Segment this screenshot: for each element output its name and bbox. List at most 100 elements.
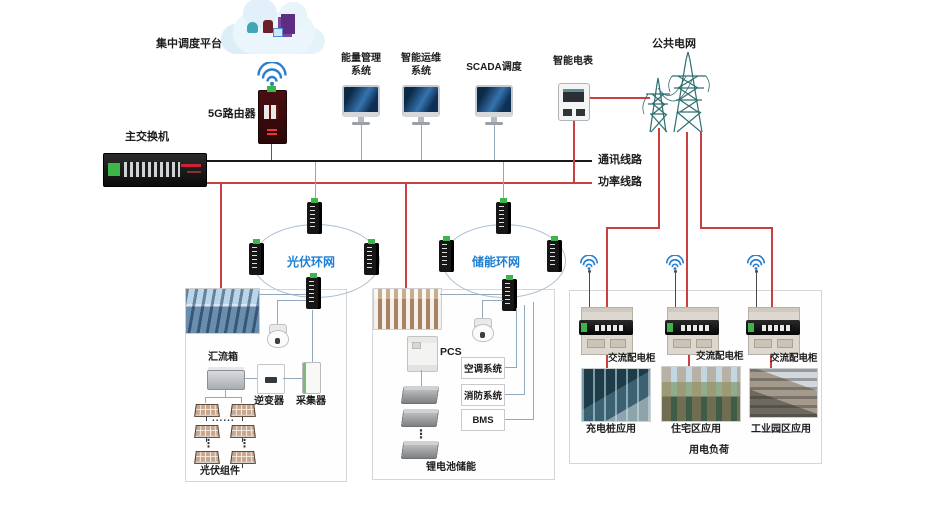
- ess-switch-cam-v: [482, 300, 483, 319]
- main-switch-label: 主交换机: [125, 131, 169, 143]
- pv-panel-icon: [194, 450, 220, 468]
- pv-photo-switch-line: [258, 294, 306, 295]
- ac-cabinet-2-icon: [665, 307, 719, 355]
- collector-icon: [302, 362, 321, 394]
- app1-label: 充电桩应用: [586, 424, 636, 435]
- pv-ring-label: 光伏环网: [287, 255, 336, 269]
- pv-camera-icon: [266, 324, 289, 348]
- power-bus-line: [197, 182, 592, 184]
- cab3-wifi-icon: [745, 254, 767, 275]
- router-5g-icon: [258, 86, 287, 144]
- main-switch-icon: [103, 153, 207, 187]
- ws2-label: 智能运维 系统: [401, 53, 441, 77]
- ess-site-photo: [373, 288, 442, 330]
- cloud-server-icon: [263, 20, 273, 33]
- pv-zone-power-line: [220, 184, 222, 289]
- bms-v-line: [533, 302, 534, 420]
- ess-ring-switch-bottom: [502, 275, 517, 311]
- router-wifi-icon: [254, 60, 290, 86]
- pv-panel-icon: [230, 450, 256, 468]
- switch-led-strip2: [187, 171, 201, 173]
- combiner-inverter-line: [243, 378, 257, 379]
- ess-ring-switch-left: [439, 236, 454, 272]
- pv-ellipsis: ......: [212, 413, 235, 424]
- platform-label: 集中调度平台: [156, 38, 222, 50]
- smart-meter-icon: [558, 83, 590, 121]
- hvac-box: 空调系统: [461, 357, 505, 379]
- cab3-antenna-icon: [755, 270, 758, 307]
- hvac-h-line: [503, 367, 516, 368]
- ess-ring-switch-right: [547, 236, 562, 272]
- cab1-wifi-icon: [578, 254, 600, 275]
- ws3-label: SCADA调度: [466, 62, 522, 73]
- pv-modules-label: 光伏组件: [200, 466, 240, 477]
- cab1-feed-line: [606, 227, 608, 307]
- ws1-monitor-icon: [342, 85, 380, 125]
- pv-switch-cam-h: [277, 300, 306, 301]
- pcs-label: PCS: [440, 346, 462, 358]
- cloud-icon: [233, 0, 315, 54]
- cab1-photo-line: [606, 352, 608, 368]
- pv-branch-h: [205, 397, 242, 398]
- grid-label: 公共电网: [652, 38, 696, 50]
- cab2-label: 交流配电柜: [696, 351, 744, 362]
- ws1-drop-line: [361, 120, 362, 160]
- cloud-terminal-icon: [273, 28, 283, 37]
- load-caption: 用电负荷: [689, 445, 729, 456]
- legend-comm-label: 通讯线路: [598, 154, 642, 166]
- meter-down-line: [573, 118, 575, 183]
- pcs-battery-line: [421, 370, 422, 386]
- meter-grid-line: [588, 97, 650, 99]
- legend-power-label: 功率线路: [598, 176, 642, 188]
- inverter-icon: [257, 364, 285, 394]
- comm-bus-line: [205, 160, 592, 162]
- feed-horiz-c: [700, 227, 773, 229]
- pv-ring-switch-right: [364, 239, 379, 275]
- meter-button2: [576, 109, 585, 116]
- combiner-label: 汇流箱: [208, 352, 238, 363]
- bms-h-line: [503, 419, 533, 420]
- fire-box: 消防系统: [461, 384, 505, 406]
- ws2-drop-line: [421, 120, 422, 160]
- charging-photo: [581, 368, 651, 422]
- router-label: 5G路由器: [208, 108, 256, 120]
- tower-drop-b: [686, 132, 688, 307]
- cab2-wifi-icon: [664, 254, 686, 275]
- cloud-cabinet-icon: [281, 14, 295, 34]
- pv-switch-cam-v: [277, 300, 278, 326]
- pv-ring-switch-top: [307, 198, 322, 234]
- fire-h-line: [503, 394, 524, 395]
- pv-branch-v2: [241, 397, 242, 403]
- ess-ring-uplink-line: [503, 162, 504, 203]
- inverter-collector-line: [283, 378, 302, 379]
- cab3-label: 交流配电柜: [770, 353, 818, 364]
- cab2-antenna-icon: [674, 270, 677, 307]
- cloud-tree-icon: [247, 22, 258, 33]
- switch-led-strip: [181, 164, 201, 167]
- ess-photo-switch-line: [440, 294, 502, 295]
- industrial-photo: [749, 368, 818, 418]
- transmission-towers-icon: [632, 48, 728, 139]
- pv-panel-icon: [194, 424, 220, 442]
- router-leds: [267, 129, 277, 137]
- pv-panel-icon: [194, 403, 220, 421]
- pcs-icon: [407, 336, 438, 372]
- switch-ports: [124, 162, 180, 177]
- battery-module-icon: [400, 409, 440, 427]
- pv-ring-switch-bottom: [306, 273, 321, 309]
- pv-switch-collector-line: [312, 310, 313, 362]
- ess-ring-label: 储能环网: [472, 255, 521, 269]
- pv-ring-uplink-line: [315, 162, 316, 203]
- ws2-monitor-icon: [402, 85, 440, 125]
- fire-v-line: [524, 305, 525, 395]
- app3-label: 工业园区应用: [751, 424, 811, 435]
- pv-branch-v1: [205, 397, 206, 403]
- ess-zone-power-line: [405, 184, 407, 289]
- ess-caption: 锂电池储能: [426, 462, 476, 473]
- tower-drop-c: [700, 132, 702, 228]
- cab2-photo-line: [688, 352, 690, 366]
- ws3-monitor-icon: [475, 85, 513, 125]
- app2-label: 住宅区应用: [671, 424, 721, 435]
- pv-ring-switch-left: [249, 239, 264, 275]
